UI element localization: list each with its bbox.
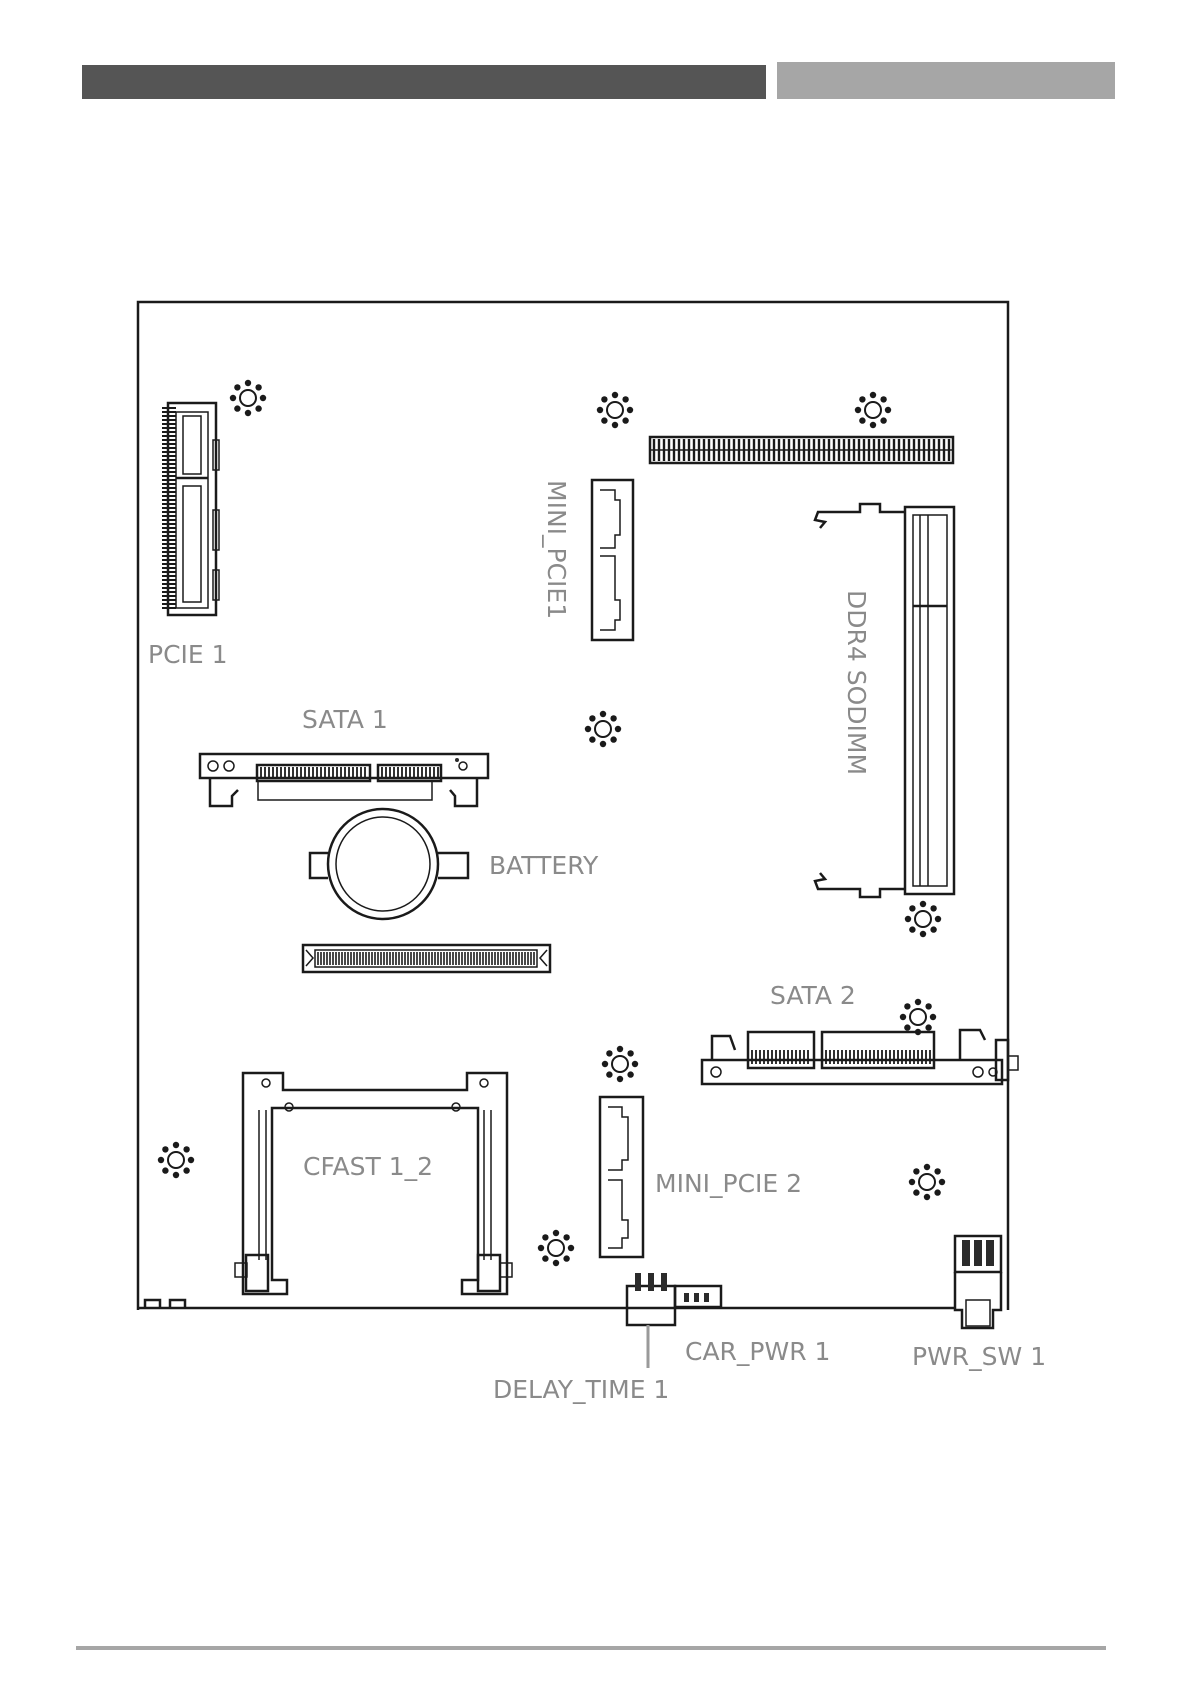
label-car-pwr: CAR_PWR 1 bbox=[685, 1337, 830, 1366]
mini-pcie2-connector bbox=[600, 1097, 643, 1257]
mounting-hole-icon bbox=[909, 1164, 945, 1200]
battery-holder bbox=[310, 809, 468, 919]
label-mini-pcie2: MINI_PCIE 2 bbox=[655, 1169, 802, 1198]
mounting-hole-icon bbox=[230, 380, 266, 416]
label-sata1: SATA 1 bbox=[302, 705, 388, 734]
pcie1-connector bbox=[162, 403, 219, 615]
label-pcie1: PCIE 1 bbox=[148, 640, 228, 669]
label-pwr-sw: PWR_SW 1 bbox=[912, 1342, 1046, 1371]
mounting-hole-icon bbox=[585, 711, 621, 747]
sata2-connector bbox=[702, 1030, 1018, 1084]
sata1-connector bbox=[200, 754, 488, 806]
label-ddr4-sodimm: DDR4 SODIMM bbox=[842, 590, 871, 775]
label-sata2: SATA 2 bbox=[770, 981, 856, 1010]
mounting-hole-icon bbox=[538, 1230, 574, 1266]
mounting-hole-icon bbox=[602, 1046, 638, 1082]
mounting-hole-icon bbox=[900, 999, 936, 1035]
board-outline bbox=[138, 302, 1008, 1310]
power-switch-connector bbox=[955, 1236, 1001, 1328]
label-mini-pcie1: MINI_PCIE1 bbox=[542, 480, 571, 619]
mounting-hole-icon bbox=[597, 392, 633, 428]
ddr4-sodimm-socket bbox=[815, 504, 954, 897]
label-battery: BATTERY bbox=[489, 851, 599, 880]
mounting-hole-icon bbox=[158, 1142, 194, 1178]
mini-pcie1-connector bbox=[592, 480, 633, 640]
mounting-hole-icon bbox=[905, 901, 941, 937]
top-pin-header bbox=[650, 437, 953, 463]
footer-divider bbox=[76, 1646, 1106, 1650]
label-cfast: CFAST 1_2 bbox=[303, 1152, 433, 1181]
mounting-hole-icon bbox=[855, 392, 891, 428]
cfast-slot bbox=[235, 1073, 512, 1294]
label-delay-time: DELAY_TIME 1 bbox=[493, 1375, 669, 1404]
board-to-board-connector bbox=[303, 945, 550, 972]
